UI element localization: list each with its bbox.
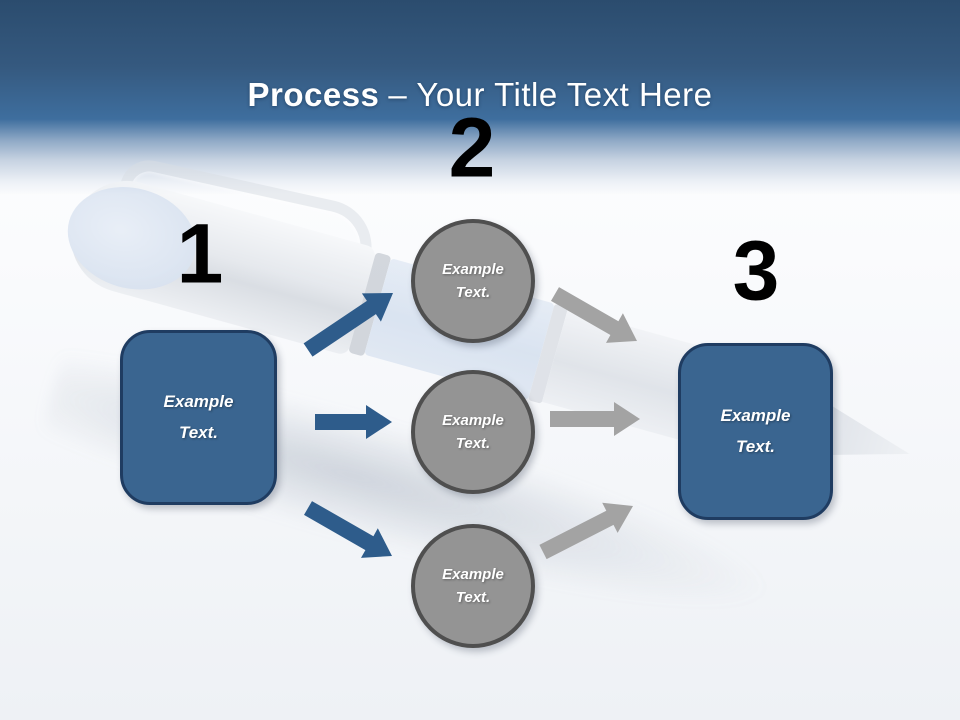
step-1-box: Example Text. (120, 330, 277, 505)
step-2-circle-top-label: Example Text. (442, 260, 504, 301)
arrow-left-to-top-circle (303, 293, 393, 357)
arrow-left-to-bottom-circle (304, 501, 392, 558)
step-number-1: 1 (176, 206, 224, 301)
step-2-circle-bottom: Example Text. (411, 524, 535, 648)
step-3-box: Example Text. (678, 343, 833, 520)
arrow-bottom-circle-to-right (539, 502, 633, 560)
arrow-middle-circle-to-right (550, 402, 640, 436)
step-number-2: 2 (448, 100, 496, 195)
title-emphasis: Process (247, 76, 380, 114)
arrow-left-to-middle-circle (315, 405, 392, 439)
title-text: – Your Title Text Here (388, 76, 713, 114)
step-2-circle-middle: Example Text. (411, 370, 535, 494)
slide-title: Process– Your Title Text Here (0, 76, 960, 114)
pen-ring (348, 252, 392, 357)
step-2-circle-bottom-label: Example Text. (442, 565, 504, 606)
title-band: Process– Your Title Text Here (0, 0, 960, 195)
step-2-circle-middle-label: Example Text. (442, 411, 504, 452)
arrow-top-circle-to-right (551, 287, 637, 343)
step-number-3: 3 (732, 223, 780, 318)
step-3-box-label: Example Text. (720, 405, 791, 456)
step-1-box-label: Example Text. (163, 391, 234, 442)
step-2-circle-top: Example Text. (411, 219, 535, 343)
pen-ring (527, 303, 569, 404)
